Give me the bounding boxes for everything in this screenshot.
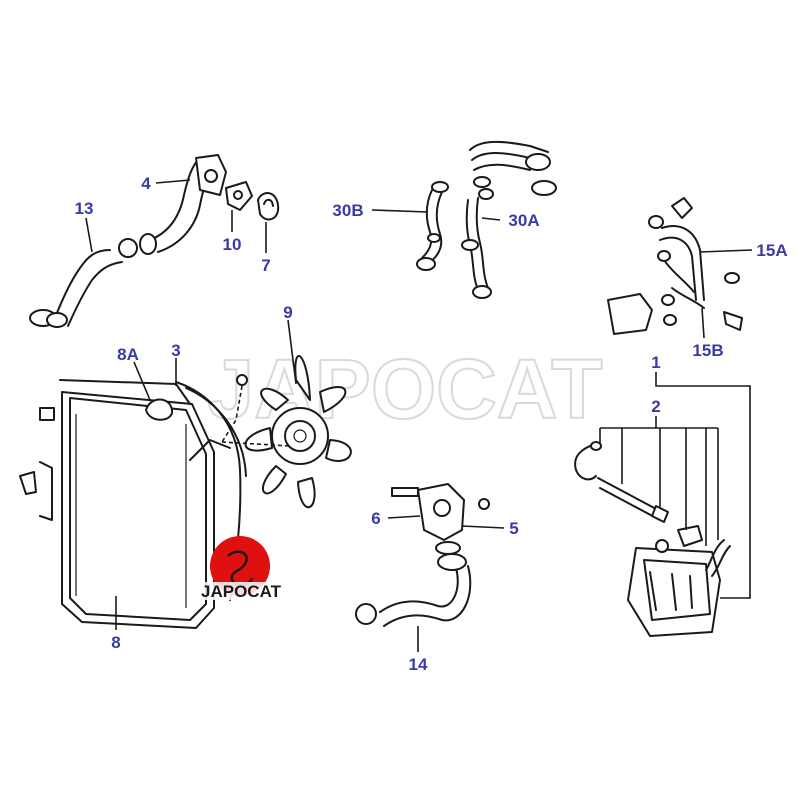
upper-radiator-hose [29,238,138,328]
reservoir-cap [677,525,703,547]
callout-9: 9 [283,303,292,322]
reservoir-hose [574,441,669,523]
temp-switch [221,374,291,447]
heater-hose-15a [648,197,743,331]
reservoir-tank [627,525,731,637]
callout-14: 14 [409,655,428,674]
heater-valve [607,293,653,335]
callout-8: 8 [111,633,120,652]
japocat-logo: JAPOCAT [200,536,282,601]
heater-hose-30a [461,197,492,299]
callout-7: 7 [261,256,270,275]
callout-6: 6 [371,509,380,528]
inlet-bolt [478,498,490,510]
radiator [19,379,231,629]
callout-15a: 15A [756,241,787,260]
callout-13: 13 [75,199,94,218]
drain-cock [19,471,37,495]
water-inlet-housing [391,483,490,541]
callout-8a: 8A [117,345,139,364]
water-outlet-hose [139,154,227,255]
heater-hose-30b [416,181,449,271]
outlet-flange [195,154,227,196]
fan-hub [271,407,329,465]
heater-hose-15b [607,250,705,335]
hose-clamp [118,238,138,258]
callout-4: 4 [141,174,151,193]
callout-10: 10 [223,235,242,254]
callout-30b: 30B [332,201,363,220]
callout-2: 2 [651,397,660,416]
callout-3: 3 [171,341,180,360]
callouts: 13 4 10 7 30B 30A 15A 15B 8A 3 9 1 2 6 5… [75,174,788,674]
radiator-cap [145,398,174,421]
leader-lines [85,179,753,652]
thermostat [225,181,253,211]
logo-circle [210,536,270,596]
callout-1: 1 [651,353,660,372]
mount-bracket [39,407,55,421]
logo-text: JAPOCAT [201,582,282,601]
heater-pipes [469,140,557,200]
callout-15b: 15B [692,341,723,360]
callout-5: 5 [509,519,518,538]
lower-radiator-hose [355,541,472,627]
cooling-fan [244,355,352,508]
callout-30a: 30A [508,211,539,230]
thermostat-gasket [257,192,280,221]
